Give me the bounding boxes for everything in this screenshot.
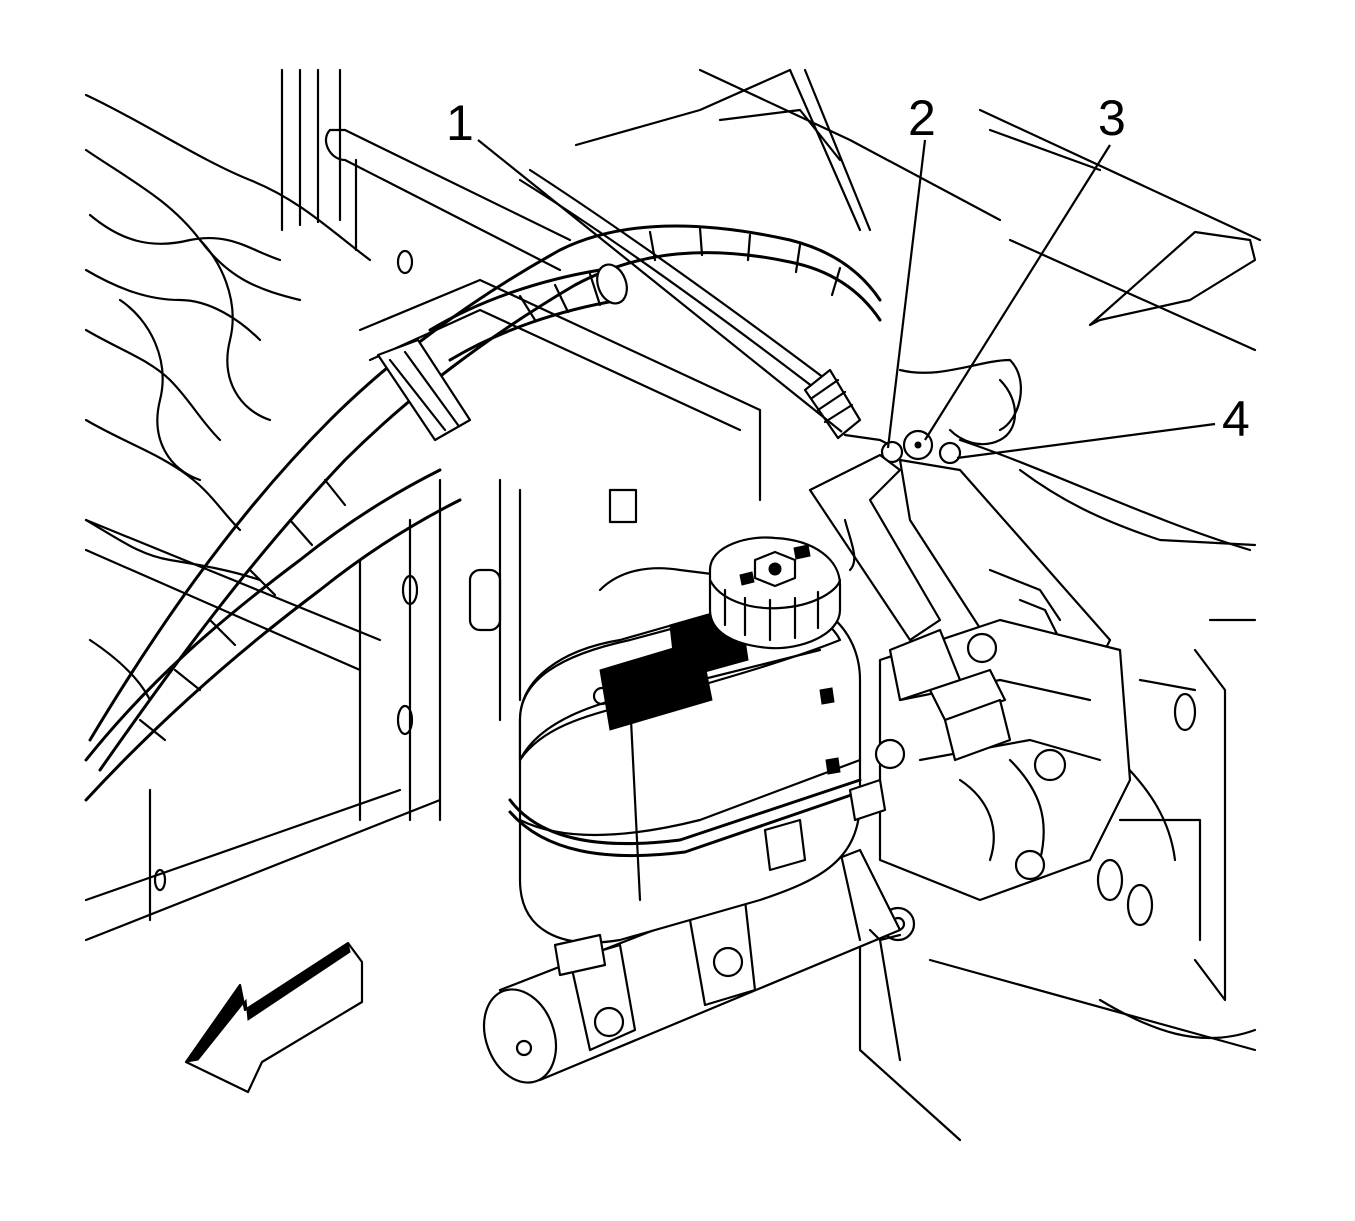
callout-1: 1 bbox=[446, 95, 474, 151]
leader-line-4 bbox=[956, 422, 1216, 460]
callout-leaders bbox=[477, 139, 1216, 460]
leader-line-3 bbox=[924, 144, 1111, 441]
callout-2: 2 bbox=[908, 90, 936, 146]
callout-labels: 1 2 3 4 bbox=[446, 90, 1250, 447]
brake-pipe bbox=[518, 168, 1016, 452]
leader-line-1 bbox=[477, 139, 843, 433]
direction-arrow bbox=[184, 941, 364, 1094]
callout-4: 4 bbox=[1222, 391, 1250, 447]
vacuum-hose bbox=[84, 224, 882, 802]
brake-master-cylinder bbox=[482, 536, 1132, 1084]
callout-3: 3 bbox=[1098, 90, 1126, 146]
leader-line-2 bbox=[886, 139, 927, 449]
fitting bbox=[880, 429, 962, 465]
vehicle-structure bbox=[84, 68, 1262, 1142]
